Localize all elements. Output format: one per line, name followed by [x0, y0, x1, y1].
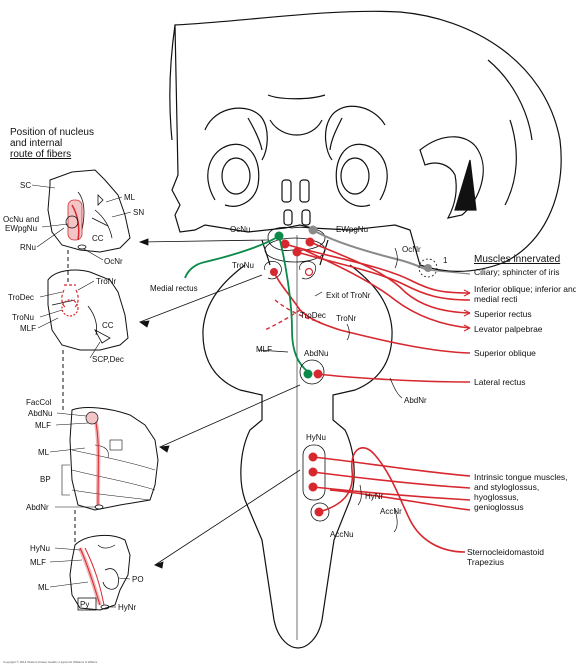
section-midbrain-superior — [47, 169, 131, 253]
panel-title-line-1: Position of nucleus — [10, 127, 94, 138]
label-exit-tronr: Exit of TroNr — [326, 291, 371, 300]
s2-scpdec: SCP,Dec — [92, 355, 124, 364]
section-pons — [69, 407, 159, 511]
s4-ml: ML — [38, 583, 50, 592]
label-hynr-main: HyNr — [365, 492, 384, 501]
s1-sn: SN — [133, 208, 144, 217]
muscle-levator: Levator palpebrae — [474, 324, 543, 334]
panel-title-line-2: and internal — [10, 138, 62, 149]
s2-tronr: TroNr — [96, 277, 116, 286]
ew-parasympathetic-fiber — [312, 229, 471, 278]
label-ocnu: OcNu — [230, 225, 250, 234]
label-mlf-main: MLF — [256, 345, 272, 354]
label-medial-rectus: Medial rectus — [150, 284, 198, 293]
copyright-text: Copyright © 2014 Wolters Kluwer Health |… — [3, 660, 98, 664]
s4-po: PO — [132, 575, 144, 584]
panel-title: Position of nucleus and internal route o… — [10, 127, 94, 160]
label-hynu-main: HyNu — [306, 433, 326, 442]
trochlear-pathway — [264, 261, 471, 354]
label-ewpgnu: EWpgNu — [336, 225, 368, 234]
s4-mlf: MLF — [30, 558, 46, 567]
muscle-ciliary: Ciliary; sphincter of iris — [474, 267, 560, 277]
section-medulla — [69, 534, 131, 611]
s1-rnu: RNu — [20, 243, 36, 252]
s1-ml: ML — [124, 193, 136, 202]
s1-ocnu-2: EWpgNu — [5, 224, 37, 233]
muscle-lat-rectus: Lateral rectus — [474, 377, 526, 387]
muscle-tongue-3: hyoglossus, — [474, 492, 519, 502]
s3-abdnr: AbdNr — [26, 503, 49, 512]
label-accnu: AccNu — [330, 530, 354, 539]
hypoglossal-nucleus — [302, 444, 471, 511]
oculomotor-fibers — [284, 241, 471, 332]
s3-mlf: MLF — [35, 421, 51, 430]
pointer-arrows — [138, 238, 301, 569]
s4-py: Py — [80, 600, 89, 609]
s1-ocnu-1: OcNu and — [3, 215, 39, 224]
muscle-scm: Sternocleidomastoid — [467, 547, 544, 557]
muscle-tongue-1: Intrinsic tongue muscles, — [474, 472, 568, 482]
muscle-inf-oblique-1: Inferior oblique; inferior and — [474, 284, 576, 294]
main-labels: OcNu EWpgNu OcNr 1 TroNu Medial rectus E… — [150, 225, 448, 539]
label-ocnr: OcNr — [402, 245, 421, 254]
s3-abdnu: AbdNu — [28, 409, 52, 418]
brainstem-outline — [169, 10, 562, 649]
label-one: 1 — [443, 256, 448, 265]
muscle-tongue-4: genioglossus — [474, 502, 524, 512]
s1-ocnr: OcNr — [104, 257, 123, 266]
s1-cc: CC — [92, 234, 104, 243]
s3-faccol: FacCol — [26, 398, 52, 407]
s2-trodec: TroDec — [8, 293, 34, 302]
label-trodec-main: TroDec — [300, 311, 326, 320]
s2-cc: CC — [102, 321, 114, 330]
label-tronu: TroNu — [232, 261, 254, 270]
s3-ml: ML — [38, 448, 50, 457]
section-midbrain-inferior — [47, 269, 129, 351]
section-leaders — [31, 184, 132, 608]
s2-mlf: MLF — [20, 324, 36, 333]
abducens-nucleus — [299, 359, 471, 399]
mlf-green-fiber — [184, 235, 309, 373]
s3-bp: BP — [40, 475, 51, 484]
label-abdnu-main: AbdNu — [304, 349, 328, 358]
nerve-brackets — [257, 247, 398, 353]
label-tronr-main: TroNr — [336, 314, 356, 323]
muscle-inf-oblique-2: medial recti — [474, 294, 518, 304]
muscle-sup-rectus: Superior rectus — [474, 309, 532, 319]
s2-tronu: TroNu — [12, 313, 34, 322]
section-labels: SC ML SN OcNu and EWpgNu RNu CC OcNr Tro… — [3, 181, 144, 612]
muscle-trapezius: Trapezius — [467, 557, 504, 567]
label-accnr: AccNr — [380, 507, 402, 516]
muscle-sup-oblique: Superior oblique — [474, 348, 536, 358]
panel-title-line-3: route of fibers — [10, 149, 71, 160]
muscle-tongue-2: and styloglossus, — [474, 482, 539, 492]
accessory-nucleus — [310, 447, 466, 553]
muscles-title: Muscles innervated — [474, 254, 560, 265]
s4-hynr: HyNr — [118, 603, 137, 612]
s4-hynu: HyNu — [30, 544, 50, 553]
section-connector — [62, 250, 76, 545]
s1-sc: SC — [20, 181, 31, 190]
label-abdnr-main: AbdNr — [404, 396, 427, 405]
muscle-labels: Muscles innervated Ciliary; sphincter of… — [467, 254, 576, 567]
